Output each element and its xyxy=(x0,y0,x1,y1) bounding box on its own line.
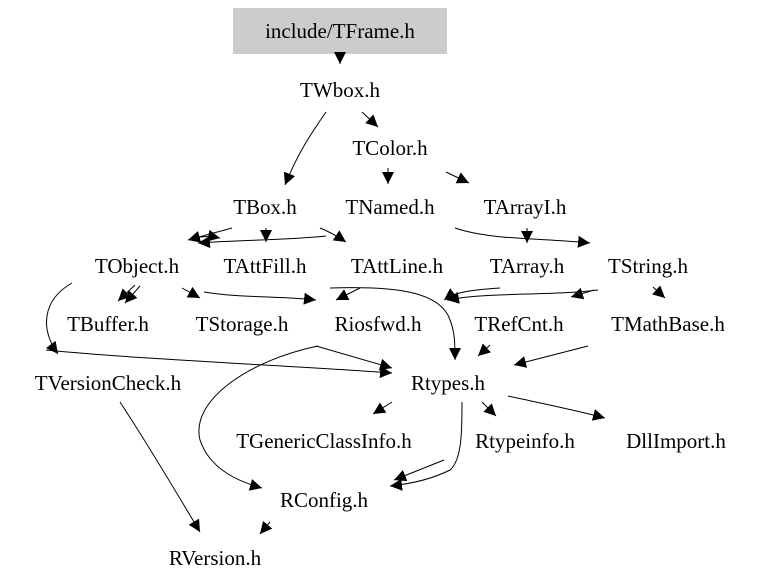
edge-riosfwd-rtypes xyxy=(315,345,393,371)
edge-rtypes-rconfig xyxy=(389,401,463,491)
edge-trefcnt-rtypes xyxy=(477,343,491,357)
node-tstorage: TStorage.h xyxy=(196,312,289,336)
node-tarray: TArray.h xyxy=(490,254,565,278)
edge-tobject-tstorage xyxy=(181,286,201,299)
edge-riosfwd-rconfig xyxy=(198,345,319,491)
node-rtypeinfo: Rtypeinfo.h xyxy=(475,429,575,453)
node-tframe: include/TFrame.h xyxy=(265,19,415,43)
node-tversioncheck: TVersionCheck.h xyxy=(35,371,182,395)
edge-tstring-riosfwd xyxy=(446,289,599,304)
node-rtypes: Rtypes.h xyxy=(411,371,486,395)
node-tstring: TString.h xyxy=(608,254,688,278)
node-riosfwd: Riosfwd.h xyxy=(335,312,422,336)
edge-tgenericclassinfo-rconfig xyxy=(393,459,445,482)
node-rconfig: RConfig.h xyxy=(280,488,369,512)
nodes: include/TFrame.h TWbox.h TColor.h TBox.h… xyxy=(35,19,727,570)
edge-tnamed-tobject xyxy=(189,229,221,242)
node-tgenericclassinfo: TGenericClassInfo.h xyxy=(236,429,412,453)
edge-tstring-trefcnt xyxy=(570,287,595,300)
root-node-box xyxy=(233,8,447,54)
edge-tversioncheck-rversion xyxy=(119,401,201,533)
edge-tobject-rtypes xyxy=(45,349,393,379)
node-twbox: TWbox.h xyxy=(300,78,380,102)
node-rversion: RVersion.h xyxy=(169,546,262,570)
edges xyxy=(45,52,666,535)
edge-tattline-riosfwd xyxy=(335,287,361,301)
edge-rtypes-rtypeinfo xyxy=(481,401,497,417)
node-tattfill: TAttFill.h xyxy=(224,254,307,278)
node-tobject: TObject.h xyxy=(95,254,180,278)
edge-tattline-rtypes xyxy=(329,287,461,361)
node-tattline: TAttLine.h xyxy=(351,254,444,278)
node-trefcnt: TRefCnt.h xyxy=(474,312,564,336)
edge-tobject-tversioncheck xyxy=(46,282,73,355)
edge-rconfig-rversion xyxy=(259,520,273,535)
edge-tmathbase-rtypes xyxy=(513,345,589,368)
node-tbuffer: TBuffer.h xyxy=(67,312,149,336)
edge-tnamed-tstring xyxy=(454,227,591,248)
edge-tobject-tbuffer-2 xyxy=(124,285,141,304)
node-tnamed: TNamed.h xyxy=(345,195,435,219)
node-tbox: TBox.h xyxy=(233,195,297,219)
edge-tbox-tattline xyxy=(319,227,347,243)
edge-twbox-tcolor xyxy=(361,111,379,128)
edge-tnamed-tattfill xyxy=(197,235,327,249)
node-tmathbase: TMathBase.h xyxy=(611,312,725,336)
edge-rtypes-tgenericclassinfo xyxy=(372,401,393,415)
edge-rtypes-dllimport xyxy=(507,395,606,421)
edge-tarray-riosfwd xyxy=(443,287,501,301)
edge-tobject-tbuffer xyxy=(117,284,136,302)
edge-tstring-tmathbase xyxy=(652,285,666,299)
node-tarrayi: TArrayI.h xyxy=(484,195,567,219)
node-tcolor: TColor.h xyxy=(352,136,428,160)
edge-tcolor-tarrayi xyxy=(445,171,470,184)
edge-tattfill-riosfwd xyxy=(203,291,317,305)
node-dllimport: DllImport.h xyxy=(626,429,726,453)
edge-twbox-tbox xyxy=(283,111,327,186)
